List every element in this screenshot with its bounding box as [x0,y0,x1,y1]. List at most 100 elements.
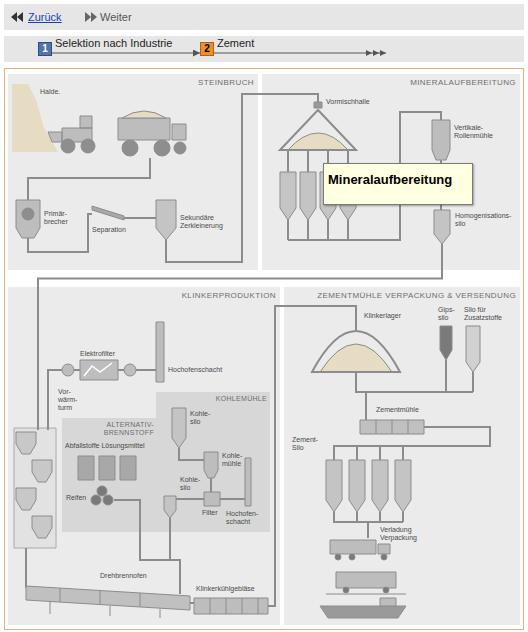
text-holder: KLINKERPRODUKTION [182,291,276,301]
text-holder: Klinkerkühlgebläse [196,585,255,593]
stack [245,458,251,506]
text-holder: Gips- silo [438,306,456,322]
cement-mill [360,420,424,434]
text-holder: Kohle- silo [180,476,202,492]
panel-heading: MINERALAUFBEREITUNG [410,78,516,88]
process-panel: STEINBRUCH [8,74,258,270]
text-holder: Vertikale- Rollenmühle [454,124,502,140]
roller-mill [432,120,450,160]
panel-ground [4,4,524,30]
kiln-bands [50,588,160,618]
text-holder: Abfallstoffe Lösungsmittel [65,442,151,450]
wheel [154,140,170,156]
wheel [174,142,186,154]
homogenisation-silo [434,210,450,244]
gypsum-silo [440,326,452,360]
diagram-frame [5,69,524,630]
part-label: Primär- brecher [44,210,74,226]
wheel-loader [48,116,92,142]
panel-ground [262,74,520,270]
breadcrumb-bar [4,36,524,62]
nav-link: Zurück [28,10,62,24]
panel-heading: KOHLEMÜHLE [216,395,267,403]
klinker-drawing [14,287,280,618]
text-holder: Verladung Verpackung [380,526,424,542]
part-label: Hochofen- schacht [226,510,262,526]
wheel [381,554,387,560]
flow-line [26,287,280,606]
text-holder: 2 [201,43,213,55]
cyclone [16,432,52,538]
step-label: Selektion nach Industrie [55,37,172,50]
rail-wagon [336,572,396,588]
text-holder: Mineralaufbereitung [328,172,452,188]
part-label: Elektrofilter [80,350,115,358]
cooler-grid [210,598,258,614]
panel-heading: ZEMENTMÜHLE VERPACKUNG & VERSENDUNG [317,291,516,301]
tyre [91,495,101,505]
text-holder: Sekundäre Zerkleinerung [180,214,232,230]
coal-silo [164,408,186,518]
part-label: Kohle- silo [180,476,202,492]
navigation-bar: Zurück Weiter [4,4,524,30]
fan [124,364,136,376]
coal-mill [204,452,218,478]
wheel [122,140,138,156]
text-holder: 1 [39,43,51,55]
tyre [97,486,107,496]
coal-filter [204,492,220,506]
step-box: 1Selektion nach Industrie [38,42,52,56]
step-box: 2Zement [200,42,214,56]
text-holder: STEINBRUCH [198,78,254,88]
text-holder: Filter [202,509,218,517]
part-label: Reifen [66,494,86,502]
flow-connector [38,270,442,287]
part-label: Zement- Silo [292,436,322,452]
truck [330,540,390,554]
wheel [343,587,349,593]
part-label: Homogenisations- silo [455,212,517,228]
flow-line [28,94,258,262]
text-holder: Vor- wärm- turm [58,388,80,412]
panel-ground [62,418,157,532]
part-label: Zementmühle [376,406,419,414]
cement-silo [326,460,411,512]
panel-ground [8,74,258,270]
feed-hopper [314,102,322,108]
fan [62,364,74,376]
text-holder: Drehbrennofen [100,572,147,580]
filter-mark [84,363,112,376]
text-holder: Weiter [100,10,132,24]
text-holder: Homogenisations- silo [455,212,517,228]
step-label: Zement [217,37,254,50]
electrostatic-filter [80,360,118,380]
text-holder: MINERALAUFBEREITUNG [410,78,516,88]
part-label: Kohle- silo [190,410,214,426]
ship-deck [380,598,396,606]
step-number: 1 [39,43,51,55]
truck-load [122,111,166,118]
sub-panel: ALTERNATIV-BRENNSTOFF [62,418,157,532]
text-holder: Vormischhalle [326,98,370,106]
crusher-rotor [22,208,34,220]
text-holder: Zurück [28,10,62,24]
text-holder: ZEMENTMÜHLE VERPACKUNG & VERSENDUNG [317,291,516,301]
part-label: Drehbrennofen [100,572,147,580]
forward-icon [85,12,97,22]
part-label: Sekundäre Zerkleinerung [180,214,232,230]
flow-line [284,306,490,538]
screen [92,206,124,220]
text-holder: Primär- brecher [44,210,74,226]
fuel-container [78,456,136,480]
part-label: Kohle- mühle [222,452,248,468]
breadcrumb-line [214,53,386,54]
tooltip-box: Mineralaufbereitung [323,163,473,205]
text-holder: Silo für Zusatzstoffe [464,306,512,322]
part-label: Vor- wärm- turm [58,388,80,412]
panel-heading: ALTERNATIV-BRENNSTOFF [62,421,154,437]
primary-crusher [16,200,40,238]
text-holder: Kohle- silo [190,410,214,426]
